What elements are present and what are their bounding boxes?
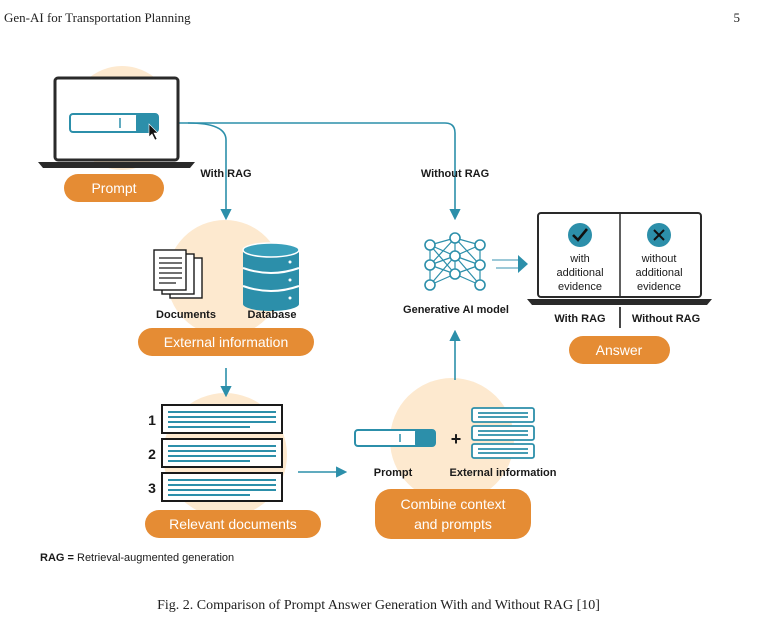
neural-network-icon — [424, 232, 486, 291]
with-rag-label: With RAG — [200, 168, 251, 180]
answer-with-line2: additional — [556, 267, 603, 279]
running-header-title: Gen-AI for Transportation Planning — [4, 10, 191, 25]
connector-lines — [178, 122, 461, 478]
combine-context-pill — [375, 489, 531, 539]
figure-caption: Fig. 2. Comparison of Prompt Answer Gene… — [157, 598, 600, 613]
rank-2-label: 2 — [148, 446, 156, 462]
external-information-pill-label: External information — [164, 334, 289, 350]
relevant-doc-list: 1 2 3 — [148, 404, 283, 502]
answer-with-line1: with — [569, 253, 590, 265]
answer-with-rag-label: With RAG — [554, 313, 605, 325]
prompt-pill — [64, 174, 164, 202]
answer-without-line3: evidence — [637, 281, 681, 293]
rag-legend-definition: Retrieval-augmented generation — [74, 552, 234, 564]
answer-with-line3: evidence — [558, 281, 602, 293]
relevant-documents-pill — [145, 510, 321, 538]
combine-context-line2: and prompts — [414, 516, 492, 532]
cross-icon — [647, 223, 671, 247]
combine-prompt-label: Prompt — [374, 467, 413, 479]
combine-context-line1: Combine context — [400, 496, 505, 512]
answer-pill — [569, 336, 670, 364]
output-arrow-icon — [492, 255, 528, 273]
rank-1-label: 1 — [148, 412, 156, 428]
documents-label: Documents — [156, 309, 216, 321]
page-number: 5 — [733, 10, 741, 25]
documents-icon — [153, 249, 203, 299]
database-icon — [242, 242, 300, 311]
prompt-pill-label: Prompt — [91, 180, 136, 196]
rank-3-label: 3 — [148, 480, 156, 496]
without-rag-label: Without RAG — [421, 168, 489, 180]
answer-pill-label: Answer — [596, 342, 643, 358]
answer-without-line1: without — [641, 253, 677, 265]
combine-stack-icon — [471, 407, 535, 459]
generative-ai-model-label: Generative AI model — [403, 304, 509, 316]
combine-prompt-icon — [354, 429, 436, 447]
laptop-prompt-icon — [38, 76, 195, 168]
checkmark-icon — [568, 223, 592, 247]
relevant-documents-pill-label: Relevant documents — [169, 516, 297, 532]
combine-plus-sign: + — [451, 429, 462, 449]
answer-without-line2: additional — [635, 267, 682, 279]
answer-without-rag-label: Without RAG — [632, 313, 700, 325]
rag-legend: RAG = Retrieval-augmented generation — [40, 552, 234, 564]
combine-external-label: External information — [450, 467, 557, 479]
database-label: Database — [248, 309, 297, 321]
external-information-pill — [138, 328, 314, 356]
rag-legend-abbrev: RAG = — [40, 552, 74, 564]
answer-laptop-icon — [527, 212, 712, 328]
rag-diagram: Prompt With RAG Without RAG Documents Da… — [38, 66, 712, 564]
